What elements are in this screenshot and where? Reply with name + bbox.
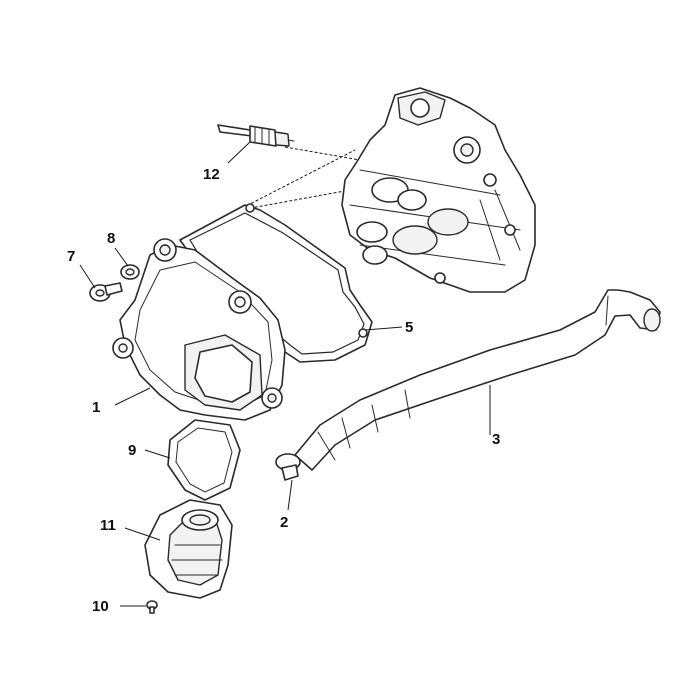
breather-gasket [167, 419, 241, 501]
spark-plug [217, 124, 295, 147]
callout-7: 7 [67, 248, 75, 265]
sealing-washer [120, 264, 140, 280]
callout-labels: 1 2 3 5 7 8 9 10 11 12 [67, 166, 500, 615]
callout-12: 12 [203, 166, 220, 183]
callout-1: 1 [92, 399, 100, 416]
callout-10: 10 [92, 598, 109, 615]
cover-bolt [89, 282, 123, 302]
breather-housing [144, 499, 233, 599]
valve-cover [112, 238, 286, 421]
callout-3: 3 [492, 431, 500, 448]
leader-lines [79, 141, 491, 607]
callout-8: 8 [107, 230, 115, 247]
hose-clamp [275, 453, 301, 481]
cylinder-head [341, 87, 536, 293]
breather-hose [294, 289, 661, 471]
callout-11: 11 [100, 517, 116, 534]
callout-2: 2 [280, 514, 288, 531]
callout-5: 5 [405, 319, 413, 336]
callout-9: 9 [128, 442, 136, 459]
breather-screw [146, 600, 158, 614]
